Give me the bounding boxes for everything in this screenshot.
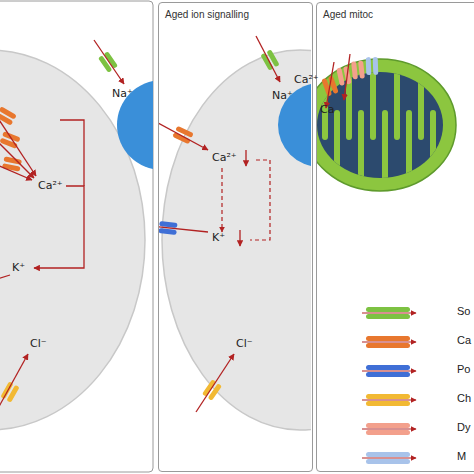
- swatch-bar: [366, 307, 410, 312]
- ion-label: Cl⁻: [236, 338, 253, 349]
- ion-arrow: [0, 275, 10, 282]
- swatch-arrow: [362, 341, 416, 342]
- signal-arrow: [34, 186, 84, 268]
- cristae-part: [358, 110, 364, 190]
- ion-label: Na⁺: [272, 90, 293, 101]
- cristae-part: [406, 110, 412, 190]
- ion-arrow: [0, 134, 34, 178]
- legend-label: M: [457, 451, 466, 462]
- swatch-bar: [366, 394, 410, 399]
- ion-arrow: [94, 40, 124, 84]
- legend-swatch: [362, 336, 416, 348]
- ion-label: Ca²⁺: [212, 152, 237, 163]
- swatch-arrow: [362, 457, 416, 458]
- cristae-part: [334, 110, 340, 190]
- chloride-channel-part: [6, 385, 19, 403]
- panel-title: Aged ion signalling: [165, 9, 249, 20]
- panel: Aged mitoc: [316, 2, 474, 472]
- ion-arrow: [344, 54, 350, 100]
- ion-label: Ca²⁺: [294, 74, 319, 85]
- swatch-bar: [366, 452, 410, 457]
- cristae-part: [382, 110, 388, 190]
- outer-membrane: [317, 59, 456, 191]
- swatch-bar: [366, 365, 410, 370]
- panel-title: Aged mitoc: [323, 9, 373, 20]
- ion-label: K⁺: [12, 262, 25, 273]
- legend-swatch: [362, 394, 416, 406]
- swatch-arrow: [362, 370, 416, 371]
- sodium-channel: [98, 51, 118, 73]
- dysfunctional-channel: [351, 60, 365, 79]
- dysfunctional-channel-part: [351, 61, 358, 79]
- decrease-arrow: [239, 230, 240, 246]
- young-cell: [0, 40, 153, 430]
- impaired-signal: [250, 160, 270, 240]
- swatch-bar: [366, 343, 410, 348]
- legend-label: So: [457, 306, 470, 317]
- legend-swatch: [362, 423, 416, 435]
- cristae-part: [394, 60, 400, 140]
- mitochondrial-channel: [366, 57, 379, 75]
- calcium-channel: [2, 156, 22, 171]
- calcium-channel: [172, 126, 193, 144]
- ion-label: Ca: [320, 104, 334, 115]
- aged-cell: [159, 36, 311, 430]
- sodium-channel: [260, 49, 279, 71]
- ion-arrow: [159, 123, 208, 150]
- dysfunctional-channel-part: [336, 67, 345, 86]
- ion-label: K⁺: [212, 232, 225, 243]
- swatch-bar: [366, 336, 410, 341]
- cell-body: [162, 50, 311, 430]
- swatch-bar: [366, 372, 410, 377]
- ion-arrow: [0, 106, 36, 176]
- ion-arrow: [0, 162, 32, 180]
- swatch-bar: [366, 430, 410, 435]
- sodium-channel-part: [260, 53, 273, 71]
- legend-label: Ch: [457, 393, 471, 404]
- signal-line: [60, 120, 84, 186]
- ion-arrow: [196, 354, 234, 412]
- legend-swatch: [362, 307, 416, 319]
- cristae-part: [430, 110, 436, 190]
- legend-label: Ca: [457, 335, 471, 346]
- legend-label: Dy: [457, 422, 470, 433]
- mitochondrial-channel-part: [373, 57, 379, 75]
- panel: Aged ion signalling: [158, 2, 313, 472]
- swatch-arrow: [362, 399, 416, 400]
- ion-arrow: [159, 226, 208, 232]
- cristae-part: [418, 60, 424, 140]
- calcium-channel: [0, 106, 17, 125]
- mitochondrial-channel-part: [366, 57, 372, 75]
- calcium-channel-part: [172, 132, 190, 144]
- ion-arrow: [326, 62, 334, 108]
- impaired-signal: [221, 168, 222, 232]
- legend-swatch: [362, 365, 416, 377]
- legend-swatches: [362, 307, 416, 464]
- swatch-bar: [366, 423, 410, 428]
- swatch-arrow: [362, 312, 416, 313]
- aged-mitochondrion: [317, 54, 456, 191]
- ion-arrow: [256, 36, 280, 82]
- dysfunctional-channel-part: [358, 60, 365, 78]
- ion-arrow: [0, 354, 28, 412]
- swatch-arrow: [362, 428, 416, 429]
- cristae: [322, 60, 436, 190]
- ion-label: Cl⁻: [30, 338, 47, 349]
- swatch-bar: [366, 401, 410, 406]
- ion-label: Na⁺: [112, 88, 133, 99]
- decrease-arrow: [245, 150, 246, 166]
- dysfunctional-channel: [336, 66, 351, 86]
- legend-swatch: [362, 452, 416, 464]
- swatch-bar: [366, 314, 410, 319]
- ion-label: Ca²⁺: [38, 180, 63, 191]
- swatch-bar: [366, 459, 410, 464]
- legend-label: Po: [457, 364, 470, 375]
